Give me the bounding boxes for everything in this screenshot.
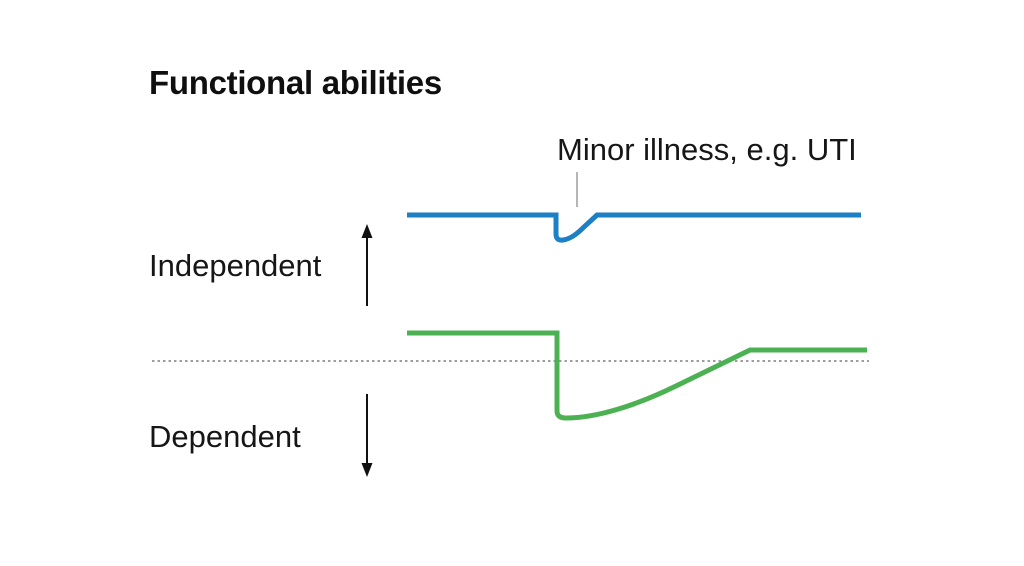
frail-trajectory-line (407, 330, 867, 421)
independent-label: Independent (149, 248, 322, 283)
resilient-trajectory-line (407, 212, 861, 243)
figure-title: Functional abilities (149, 64, 442, 101)
down-arrowhead-icon (361, 463, 373, 477)
up-arrowhead-icon (361, 224, 373, 238)
dependent-label: Dependent (149, 419, 301, 454)
annotation-label: Minor illness, e.g. UTI (557, 132, 857, 167)
